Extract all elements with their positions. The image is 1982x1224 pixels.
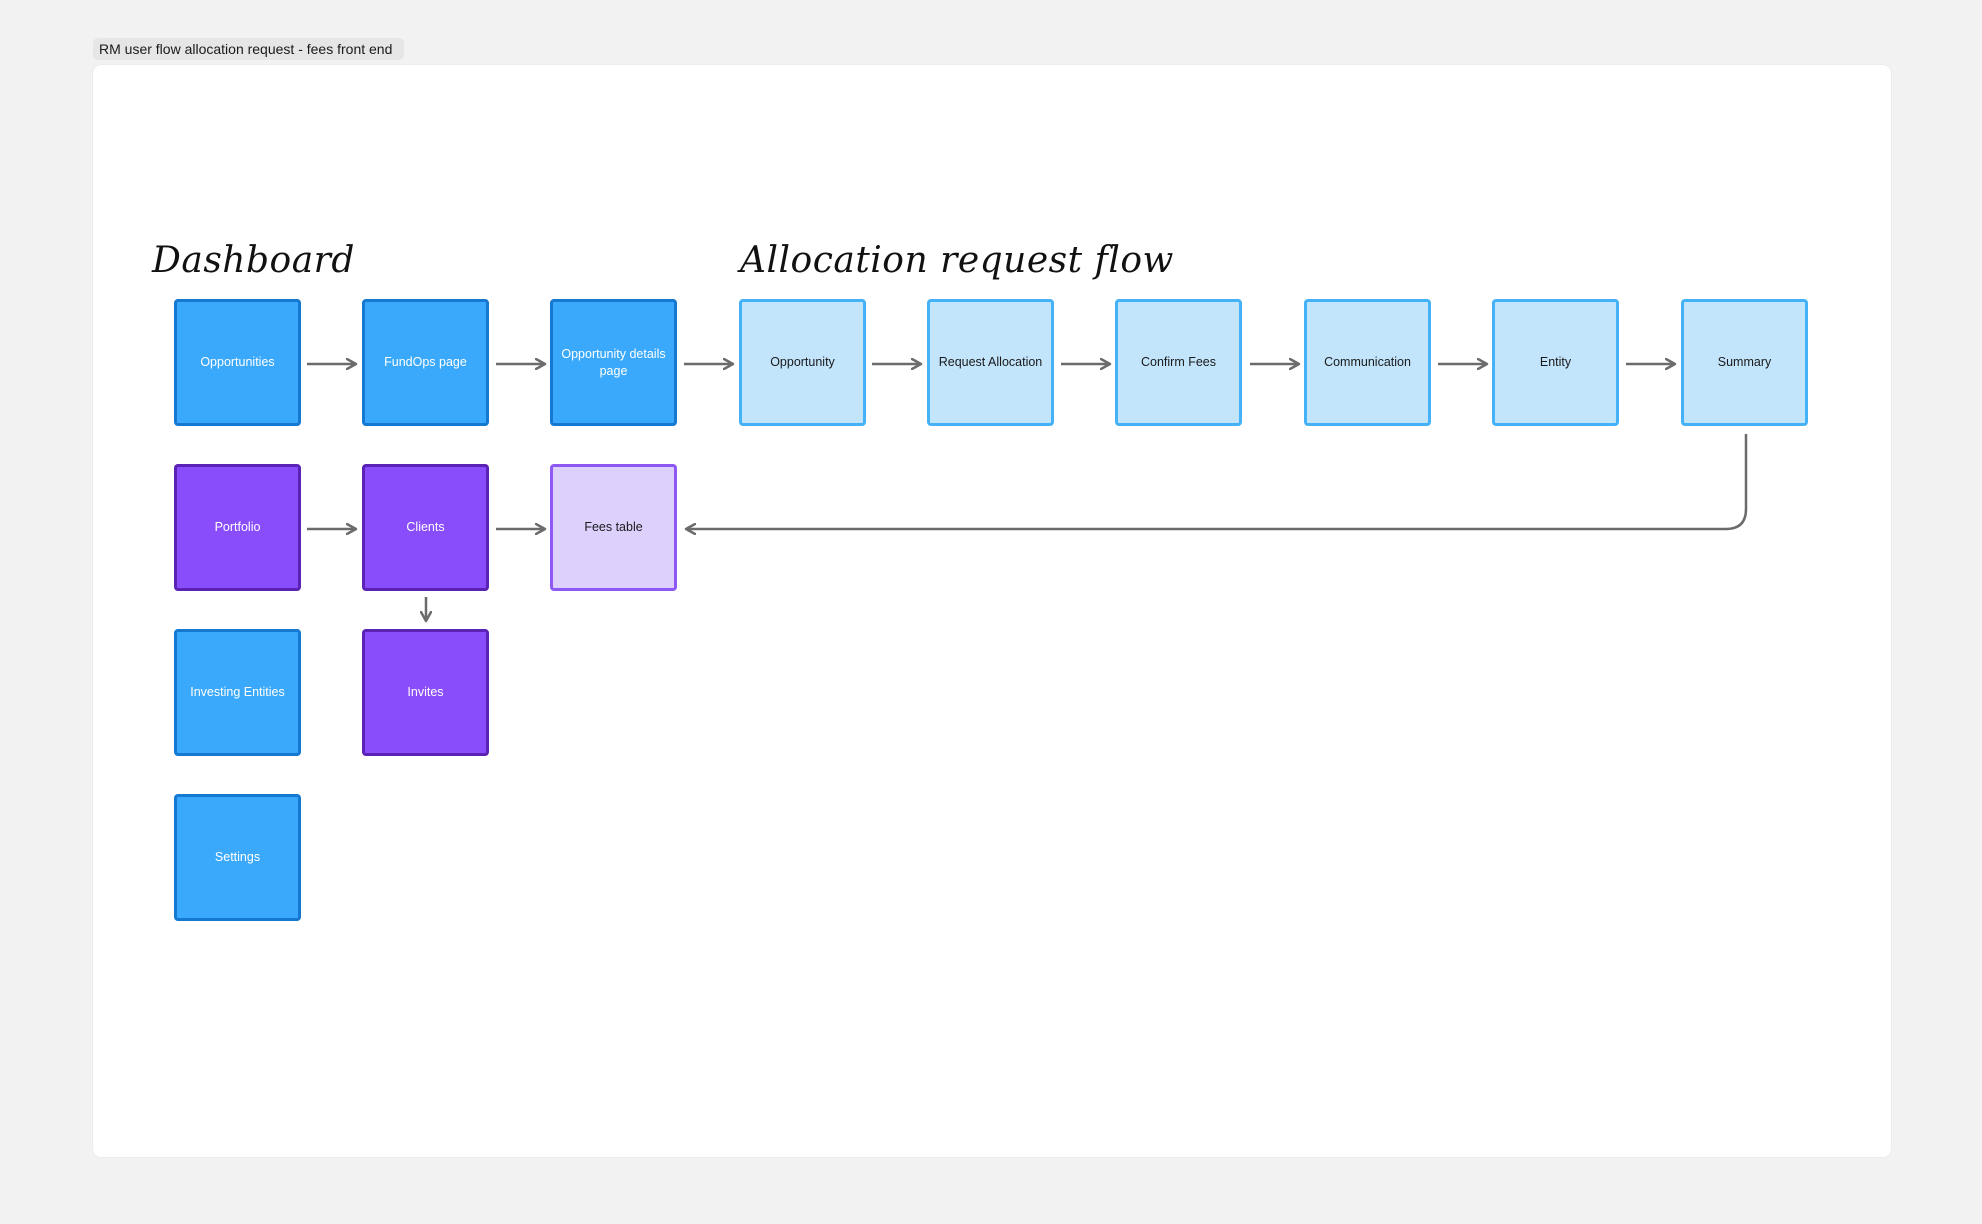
node-settings[interactable]: Settings	[174, 794, 301, 921]
node-opportunities[interactable]: Opportunities	[174, 299, 301, 426]
node-fees-table[interactable]: Fees table	[550, 464, 677, 591]
node-portfolio[interactable]: Portfolio	[174, 464, 301, 591]
canvas-frame	[93, 65, 1891, 1157]
node-entity[interactable]: Entity	[1492, 299, 1619, 426]
node-clients[interactable]: Clients	[362, 464, 489, 591]
node-opportunity-details-page[interactable]: Opportunity details page	[550, 299, 677, 426]
node-fundops-page[interactable]: FundOps page	[362, 299, 489, 426]
node-opportunity[interactable]: Opportunity	[739, 299, 866, 426]
node-invites[interactable]: Invites	[362, 629, 489, 756]
node-investing-entities[interactable]: Investing Entities	[174, 629, 301, 756]
node-confirm-fees[interactable]: Confirm Fees	[1115, 299, 1242, 426]
frame-title: RM user flow allocation request - fees f…	[99, 41, 393, 57]
node-communication[interactable]: Communication	[1304, 299, 1431, 426]
node-summary[interactable]: Summary	[1681, 299, 1808, 426]
node-request-allocation[interactable]: Request Allocation	[927, 299, 1054, 426]
heading-dashboard: Dashboard	[152, 240, 355, 281]
frame-title-tab[interactable]: RM user flow allocation request - fees f…	[93, 38, 405, 60]
heading-allocation-flow: Allocation request flow	[740, 240, 1174, 281]
edge-summary-fees	[686, 434, 1748, 529]
